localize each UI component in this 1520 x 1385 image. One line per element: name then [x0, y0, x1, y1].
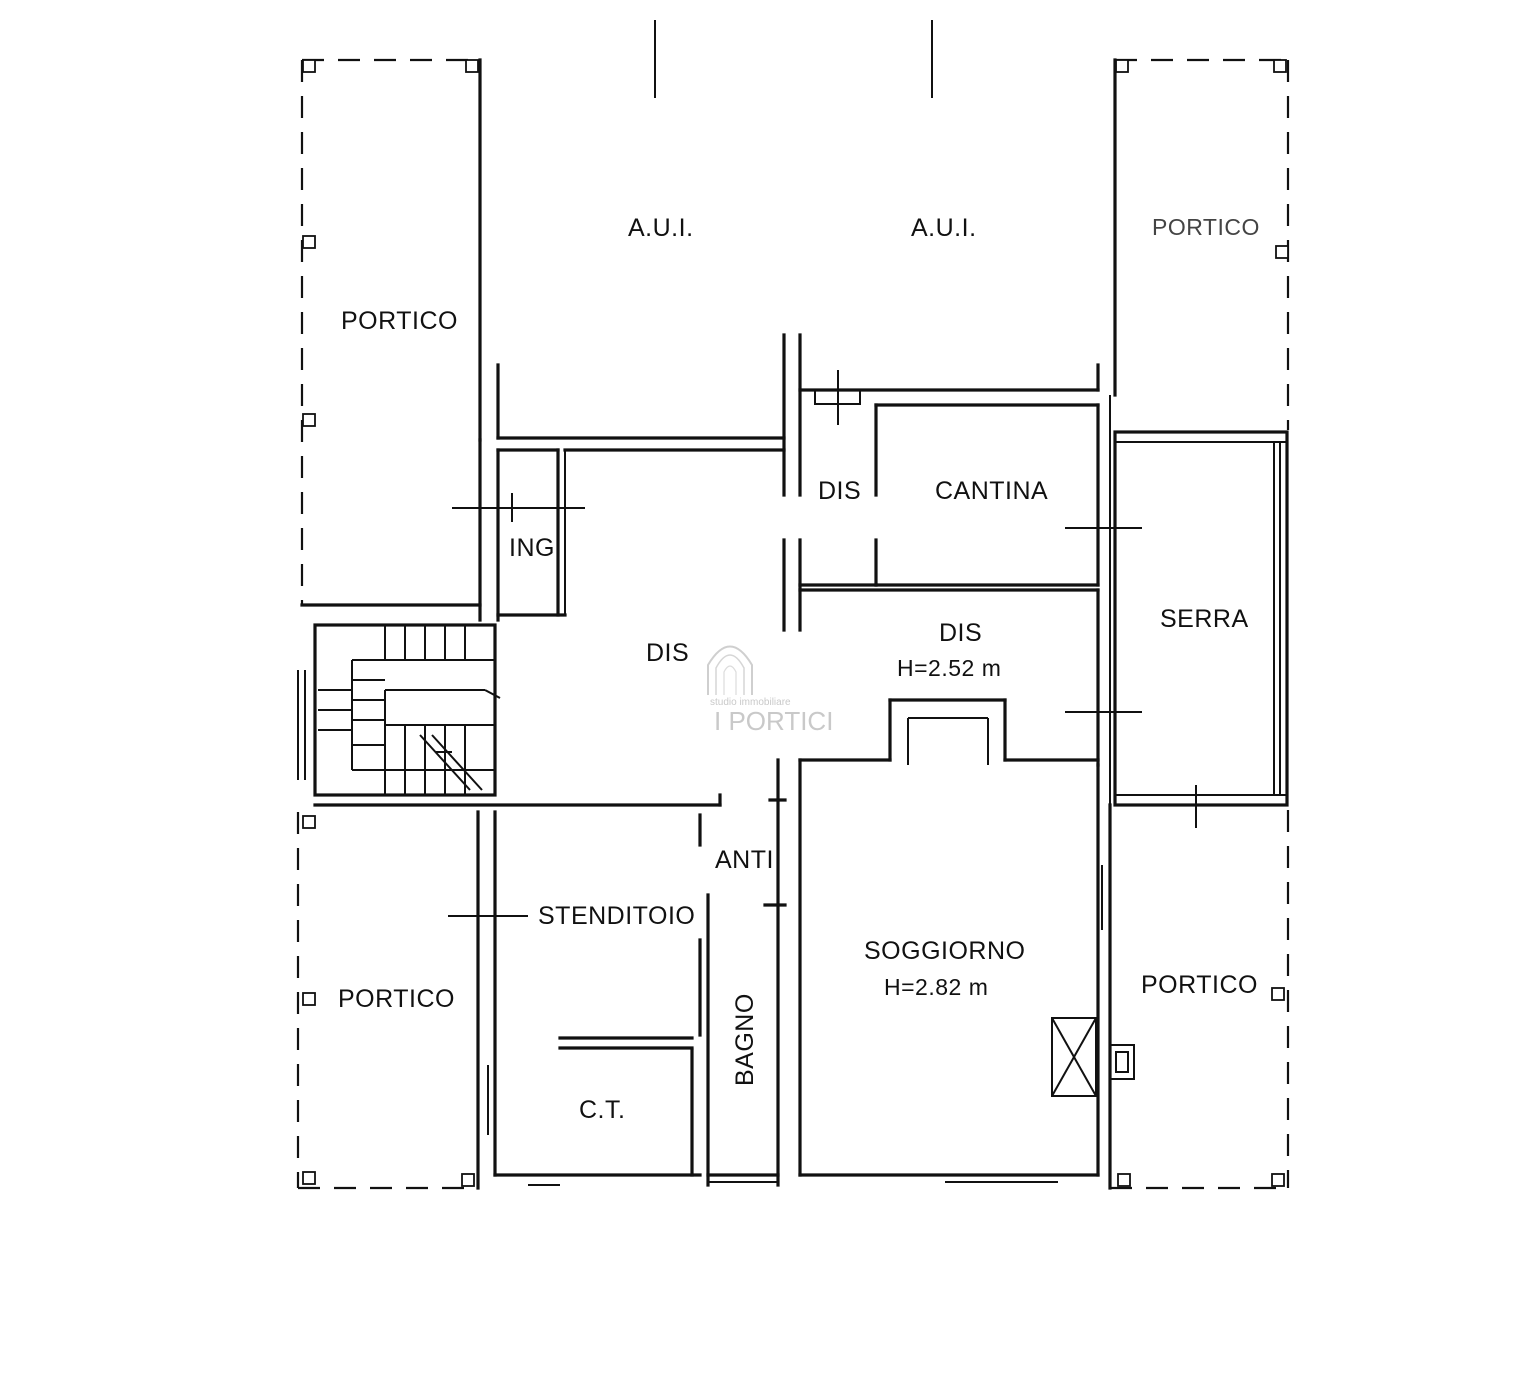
- watermark-logo: studio immobiliare I PORTICI: [707, 645, 833, 736]
- room-labels: A.U.I. A.U.I. PORTICO PORTICO DIS CANTIN…: [338, 214, 1260, 1124]
- label-dis-right: DIS: [939, 619, 982, 647]
- label-soggiorno: SOGGIORNO: [864, 937, 1025, 965]
- ing-walls: [300, 438, 585, 622]
- label-anti: ANTI: [715, 846, 774, 874]
- dis-right-walls: [798, 588, 1142, 767]
- staircase: [297, 623, 501, 797]
- label-ing: ING: [509, 534, 555, 562]
- portico-perimeter: [296, 58, 1290, 1190]
- serra-walls: [1109, 395, 1289, 828]
- label-ct: C.T.: [579, 1096, 625, 1124]
- central-walls: [563, 370, 1142, 632]
- watermark-brand: I PORTICI: [714, 706, 833, 736]
- label-bagno: BAGNO: [731, 993, 759, 1086]
- label-dis-main: DIS: [646, 639, 689, 667]
- label-soggiorno-height: H=2.82 m: [884, 974, 988, 1000]
- label-stenditoio: STENDITOIO: [538, 902, 695, 930]
- label-serra: SERRA: [1160, 605, 1249, 633]
- column-posts: [302, 59, 1289, 1187]
- label-dis-small: DIS: [818, 477, 861, 505]
- label-portico-bottom-left: PORTICO: [338, 985, 455, 1013]
- label-aui-right: A.U.I.: [911, 214, 977, 242]
- aui-walls: [478, 58, 1117, 497]
- dimension-ticks: [654, 20, 933, 98]
- label-portico-top-right: PORTICO: [1152, 214, 1260, 240]
- lower-left-walls: [313, 758, 787, 1190]
- label-dis-right-height: H=2.52 m: [897, 655, 1001, 681]
- label-portico-bottom-right: PORTICO: [1141, 971, 1258, 999]
- watermark-top-text: studio immobiliare: [710, 697, 791, 708]
- label-cantina: CANTINA: [935, 477, 1048, 505]
- soggiorno-walls: [798, 758, 1135, 1190]
- label-aui-left: A.U.I.: [628, 214, 694, 242]
- label-portico-top-left: PORTICO: [341, 307, 458, 335]
